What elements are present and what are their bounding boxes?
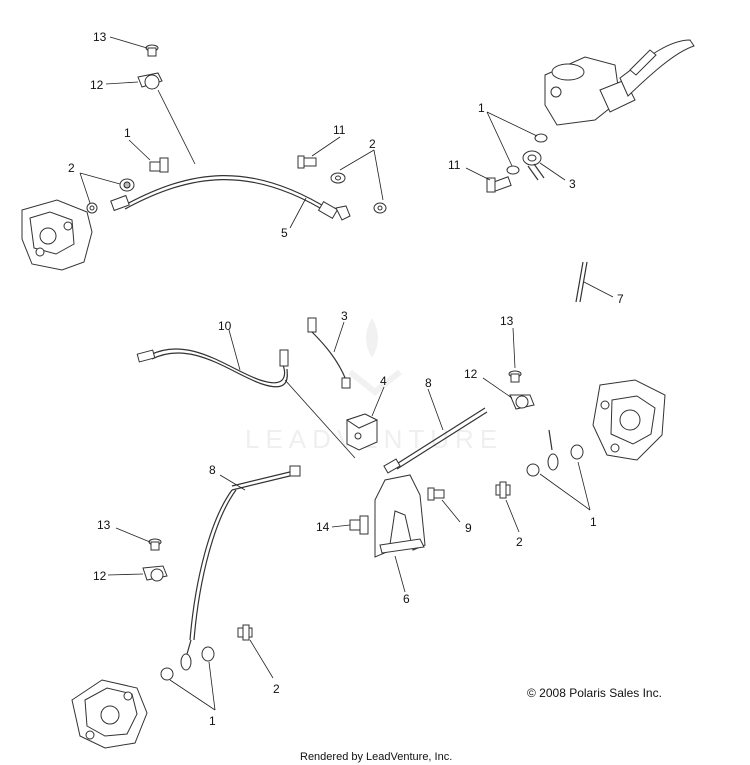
washer-1b-bottom bbox=[506, 165, 520, 175]
callout-11a: 11 bbox=[333, 123, 346, 137]
washer-1d-a bbox=[160, 667, 174, 681]
callout-2b: 2 bbox=[369, 137, 376, 151]
rear-caliper bbox=[71, 679, 148, 749]
leader-lines-top-right bbox=[465, 111, 566, 181]
brake-lever bbox=[619, 39, 695, 97]
washer-2a-top bbox=[119, 178, 135, 192]
front-right-caliper bbox=[592, 379, 666, 461]
master-cylinder bbox=[544, 56, 636, 126]
hose-clamp-12a bbox=[137, 72, 163, 90]
callout-1b: 1 bbox=[478, 101, 485, 115]
washer-1c-a bbox=[526, 463, 540, 477]
brake-line-8a bbox=[383, 388, 488, 474]
hose-clamp-12c bbox=[107, 565, 168, 582]
footer-credit: Rendered by LeadVenture, Inc. bbox=[300, 751, 452, 763]
callout-13c: 13 bbox=[97, 518, 111, 532]
junction-block-4 bbox=[345, 413, 379, 451]
screw-13a bbox=[145, 44, 159, 57]
washer-2b-top bbox=[330, 172, 346, 184]
callout-13a: 13 bbox=[93, 30, 107, 44]
callout-3b: 3 bbox=[341, 309, 348, 323]
leader-lines-right bbox=[539, 461, 591, 511]
bolt-2d bbox=[237, 624, 274, 679]
screw-13b bbox=[508, 327, 522, 383]
banjo-bolt-11b bbox=[486, 176, 512, 193]
mounting-bracket-6 bbox=[374, 474, 426, 593]
callout-8b: 8 bbox=[209, 463, 216, 477]
washer-1c-b bbox=[570, 444, 584, 460]
callout-6: 6 bbox=[403, 592, 410, 606]
front-left-caliper bbox=[21, 199, 93, 271]
hose-end-right bbox=[547, 429, 559, 471]
callout-3a: 3 bbox=[569, 177, 576, 191]
callout-12c: 12 bbox=[93, 569, 107, 583]
brake-line-8b bbox=[189, 465, 301, 641]
callout-labels: 13 12 1 2 11 2 5 1 11 3 7 10 3 4 13 12 8… bbox=[68, 30, 624, 728]
callout-13b: 13 bbox=[500, 314, 514, 328]
callout-4: 4 bbox=[380, 374, 387, 388]
screw-13c bbox=[115, 527, 162, 551]
hose-end-left bbox=[180, 639, 192, 671]
callout-7: 7 bbox=[617, 292, 624, 306]
bolt-9 bbox=[427, 487, 461, 523]
leader-lines-bottom-left bbox=[169, 661, 216, 711]
callout-12b: 12 bbox=[464, 367, 478, 381]
callout-5: 5 bbox=[281, 226, 288, 240]
brake-line-3b bbox=[307, 317, 351, 389]
copyright-text: © 2008 Polaris Sales Inc. bbox=[527, 686, 662, 700]
callout-8a: 8 bbox=[425, 376, 432, 390]
leader-lines-top-left bbox=[79, 36, 384, 229]
callout-2c: 2 bbox=[516, 535, 523, 549]
washer-1b-top bbox=[534, 133, 548, 143]
washer-2b-bottom bbox=[373, 202, 387, 214]
bolt-14 bbox=[331, 515, 369, 535]
bolt-1a bbox=[149, 157, 169, 173]
washer-1d-b bbox=[201, 646, 215, 662]
bolt-11a bbox=[297, 155, 317, 169]
brake-hose-front bbox=[110, 175, 351, 221]
brake-hose-10 bbox=[136, 348, 289, 388]
hose-clamp-12b bbox=[482, 377, 535, 410]
callout-1d: 1 bbox=[209, 714, 216, 728]
washer-2a-bottom bbox=[86, 202, 98, 214]
brake-line-7 bbox=[575, 261, 614, 303]
callout-9: 9 bbox=[465, 521, 472, 535]
bolt-2c bbox=[495, 481, 520, 533]
callout-10: 10 bbox=[218, 319, 232, 333]
callout-1a: 1 bbox=[124, 126, 131, 140]
callout-11b: 11 bbox=[448, 158, 461, 172]
callout-2a: 2 bbox=[68, 161, 75, 175]
callout-1c: 1 bbox=[590, 515, 597, 529]
leader-lines-middle-left bbox=[228, 321, 385, 459]
callout-2d: 2 bbox=[273, 682, 280, 696]
callout-12a: 12 bbox=[90, 78, 104, 92]
callout-14: 14 bbox=[316, 520, 330, 534]
banjo-fitting-3a bbox=[522, 150, 545, 181]
